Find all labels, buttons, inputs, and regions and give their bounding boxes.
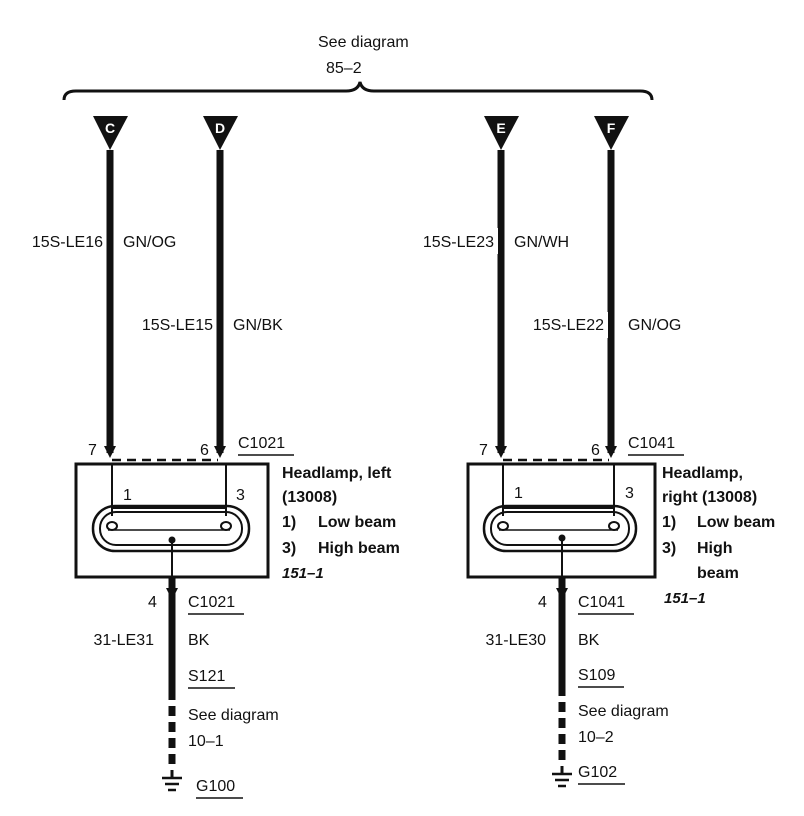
filament-low [497,521,509,531]
inner-pin: 3 [625,485,634,502]
connector-label: C1021 [238,435,285,452]
connector-label: C1021 [188,594,235,611]
bulb-outline [482,504,638,553]
pin-number: 7 [88,442,97,459]
pin-arrow [605,446,617,458]
ground-label: G102 [578,764,617,781]
pin-arrow [495,446,507,458]
wire-circuit-label: 15S-LE15 [142,317,213,334]
mode-number: 1) [662,514,676,531]
wire-circuit-label: 31-LE31 [94,632,155,649]
pin-number: 4 [148,594,157,611]
connector-f: F [594,116,629,150]
connector-d: D [203,116,238,150]
wire-color-label: GN/OG [123,234,176,251]
ground-icon [552,766,572,788]
splice-label: S109 [578,667,615,684]
mode-number: 3) [282,540,296,557]
mode-label: High beam [318,540,400,557]
see-diagram-ref: 10–2 [578,729,614,746]
pin-number: 7 [479,442,488,459]
component-part: right (13008) [662,489,757,506]
ground-icon [162,770,182,792]
see-diagram-label: See diagram [578,703,669,720]
connector-label: C1041 [578,594,625,611]
ground-circuit-right: 4 C1041 31-LE30 BK S109 See diagram 10–2… [486,577,669,788]
mode-number: 3) [662,540,676,557]
mode-label: High [697,540,733,557]
ground-label: G100 [196,778,235,795]
headlamp-left: 7 6 C1021 1 3 Headlamp, left (13008) 1) … [74,435,400,582]
inner-pin: 1 [514,485,523,502]
connector-c: C [93,116,128,150]
page-ref: 151–1 [282,565,324,582]
inner-pin: 3 [236,487,245,504]
mode-label: Low beam [697,514,775,531]
see-diagram-label: See diagram [188,707,279,724]
header-see-diagram: See diagram [318,34,409,51]
component-name: Headlamp, [662,465,743,482]
header-page-ref: 85–2 [326,60,362,77]
component-part: (13008) [282,489,337,506]
svg-text:E: E [496,120,505,136]
filament-low [106,521,118,531]
filament-high [220,521,232,531]
svg-text:D: D [215,120,225,136]
ground-circuit-left: 4 C1021 31-LE31 BK S121 See diagram 10–1… [94,577,279,799]
wire-circuit-label: 31-LE30 [486,632,547,649]
splice-label: S121 [188,668,225,685]
svg-text:F: F [607,120,616,136]
header-bracket [62,81,654,101]
wire-color-label: GN/OG [628,317,681,334]
connector-e: E [484,116,519,150]
wire-circuit-label: 15S-LE16 [32,234,103,251]
wire-color-label: GN/WH [514,234,569,251]
headlamp-right: 7 6 C1041 1 3 Headlamp, right (13008) 1)… [466,435,775,607]
pin-number: 4 [538,594,547,611]
mode-number: 1) [282,514,296,531]
pin-number: 6 [200,442,209,459]
wire-circuit-label: 15S-LE22 [533,317,604,334]
pin-arrow [104,446,116,458]
component-name: Headlamp, left [282,465,392,482]
mode-label: Low beam [318,514,396,531]
wire-color-label: BK [188,632,210,649]
page-ref: 151–1 [664,590,706,607]
inner-pin: 1 [123,487,132,504]
wire-color-label: GN/BK [233,317,283,334]
wire-color-label: BK [578,632,600,649]
pin-number: 6 [591,442,600,459]
connector-label: C1041 [628,435,675,452]
wire-circuit-label: 15S-LE23 [423,234,494,251]
pin-arrow [214,446,226,458]
svg-text:C: C [105,120,115,136]
mode-label: beam [697,565,739,582]
see-diagram-ref: 10–1 [188,733,224,750]
filament-high [608,521,620,531]
